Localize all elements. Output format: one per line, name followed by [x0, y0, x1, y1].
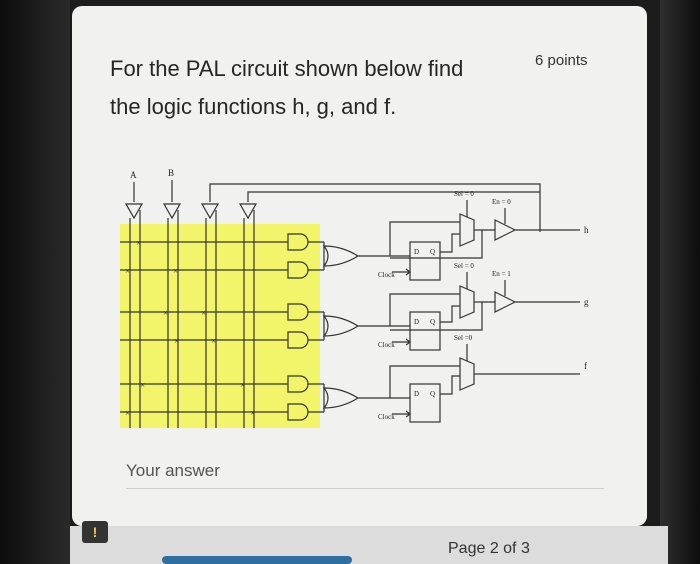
svg-text:×: × — [211, 336, 216, 346]
device-bezel-right — [660, 0, 700, 564]
output-label-g: g — [584, 297, 589, 307]
pal-circuit-diagram: A B — [120, 168, 589, 428]
mux-label-1: Sel = 0 — [454, 190, 474, 198]
mux-label-2: Sel = 0 — [454, 262, 474, 270]
progress-bar — [162, 556, 352, 564]
buffer-label-2: En = 1 — [492, 270, 511, 278]
question-text: For the PAL circuit shown below find the… — [110, 56, 464, 119]
svg-text:×: × — [163, 308, 168, 318]
svg-text:×: × — [173, 266, 178, 276]
answer-input[interactable] — [126, 488, 604, 489]
form-footer: Page 2 of 3 — [70, 526, 668, 564]
output-label-f: f — [584, 361, 587, 371]
page-indicator: Page 2 of 3 — [448, 540, 530, 557]
clock-label-3: Clock — [378, 413, 395, 421]
points-label: 6 points — [535, 52, 588, 69]
svg-text:×: × — [125, 266, 130, 276]
clock-label-1: Clock — [378, 271, 395, 279]
ff-d-label-3: D — [414, 390, 419, 398]
and-array-highlight — [120, 224, 320, 428]
device-bezel-left — [0, 0, 70, 564]
buffer-label-1: En = 0 — [492, 198, 511, 206]
question-card: For the PAL circuit shown below find the… — [72, 6, 647, 526]
svg-text:×: × — [250, 408, 255, 418]
input-label-b: B — [168, 168, 174, 178]
fuse-marks: × × × × × × × × × × × — [125, 238, 255, 418]
ff-d-label-2: D — [414, 318, 419, 326]
ff-q-label-1: Q — [430, 248, 435, 256]
svg-text:×: × — [140, 380, 145, 390]
svg-text:×: × — [136, 238, 141, 248]
ff-q-label-2: Q — [430, 318, 435, 326]
input-label-a: A — [130, 170, 137, 180]
clock-label-2: Clock — [378, 341, 395, 349]
ff-q-label-3: Q — [430, 390, 435, 398]
svg-text:×: × — [201, 308, 206, 318]
svg-text:×: × — [174, 336, 179, 346]
output-label-h: h — [584, 225, 589, 235]
mux-label-3: Sel =0 — [454, 334, 473, 342]
ff-d-label-1: D — [414, 248, 419, 256]
answer-label: Your answer — [126, 461, 220, 480]
report-icon[interactable]: ! — [82, 521, 108, 543]
svg-text:×: × — [125, 408, 130, 418]
svg-text:×: × — [240, 380, 245, 390]
